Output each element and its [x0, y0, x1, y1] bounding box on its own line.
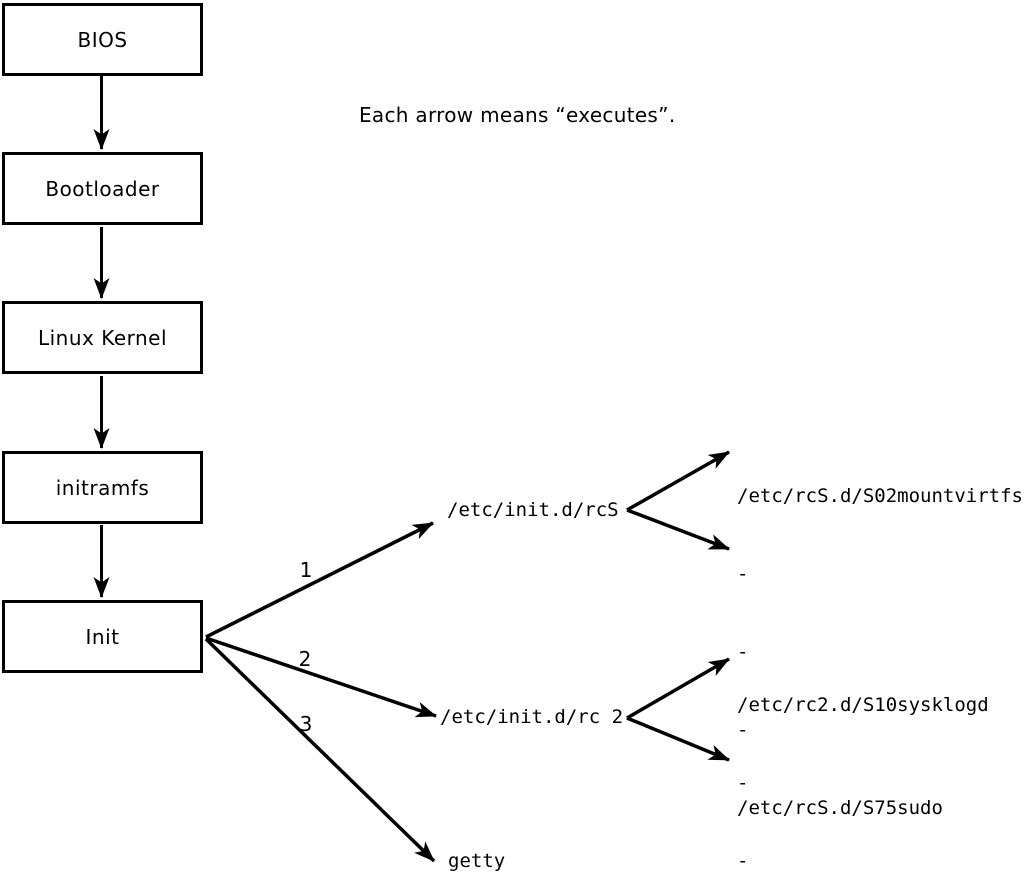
- arrow-init-to-getty: [204, 637, 436, 863]
- node-bootloader-label: Bootloader: [45, 176, 160, 201]
- rc2-script-list: /etc/rc2.d/S10sysklogd - - - /etc/rc2.d/…: [737, 640, 989, 875]
- script-s10sysklogd: /etc/rc2.d/S10sysklogd: [737, 694, 989, 716]
- edge-label-1: 1: [299, 558, 313, 582]
- node-etc-init-d-rc2: /etc/init.d/rc 2: [440, 706, 624, 728]
- script-s75sudo: /etc/rcS.d/S75sudo: [737, 797, 943, 819]
- edge-label-2: 2: [298, 647, 312, 671]
- script-ellipsis-dash: -: [737, 772, 749, 794]
- node-initramfs-label: initramfs: [55, 475, 150, 500]
- node-linux-kernel: Linux Kernel: [2, 301, 203, 374]
- arrow-rcs-to-s75sudo: [626, 508, 730, 551]
- node-etc-init-d-rcs: /etc/init.d/rcS: [447, 499, 619, 521]
- node-init: Init: [2, 600, 203, 673]
- arrow-rcs-to-s02mountvirtfs: [626, 450, 730, 512]
- rcs-script-list: /etc/rcS.d/S02mountvirtfs - - - /etc/rcS…: [737, 431, 1023, 873]
- script-ellipsis-dash: -: [737, 641, 749, 663]
- arrow-init-to-rc2: [205, 636, 437, 718]
- node-bootloader: Bootloader: [2, 152, 203, 225]
- arrow-rc2-to-s10sysklogd: [626, 657, 730, 720]
- node-init-label: Init: [85, 624, 120, 649]
- node-getty: getty: [448, 850, 506, 872]
- script-ellipsis-dash: -: [737, 719, 749, 741]
- arrow-rc2-to-s99gdm: [626, 716, 730, 762]
- arrow-init-to-rcs: [205, 521, 434, 639]
- edge-label-3: 3: [299, 712, 313, 736]
- node-bios-label: BIOS: [77, 27, 128, 52]
- script-ellipsis-dash: -: [737, 850, 749, 872]
- node-bios: BIOS: [2, 3, 203, 76]
- node-linux-kernel-label: Linux Kernel: [37, 325, 168, 350]
- node-initramfs: initramfs: [2, 451, 203, 524]
- legend-note: Each arrow means “executes”.: [359, 103, 676, 127]
- script-ellipsis-dash: -: [737, 563, 749, 585]
- script-s02mountvirtfs: /etc/rcS.d/S02mountvirtfs: [737, 485, 1023, 507]
